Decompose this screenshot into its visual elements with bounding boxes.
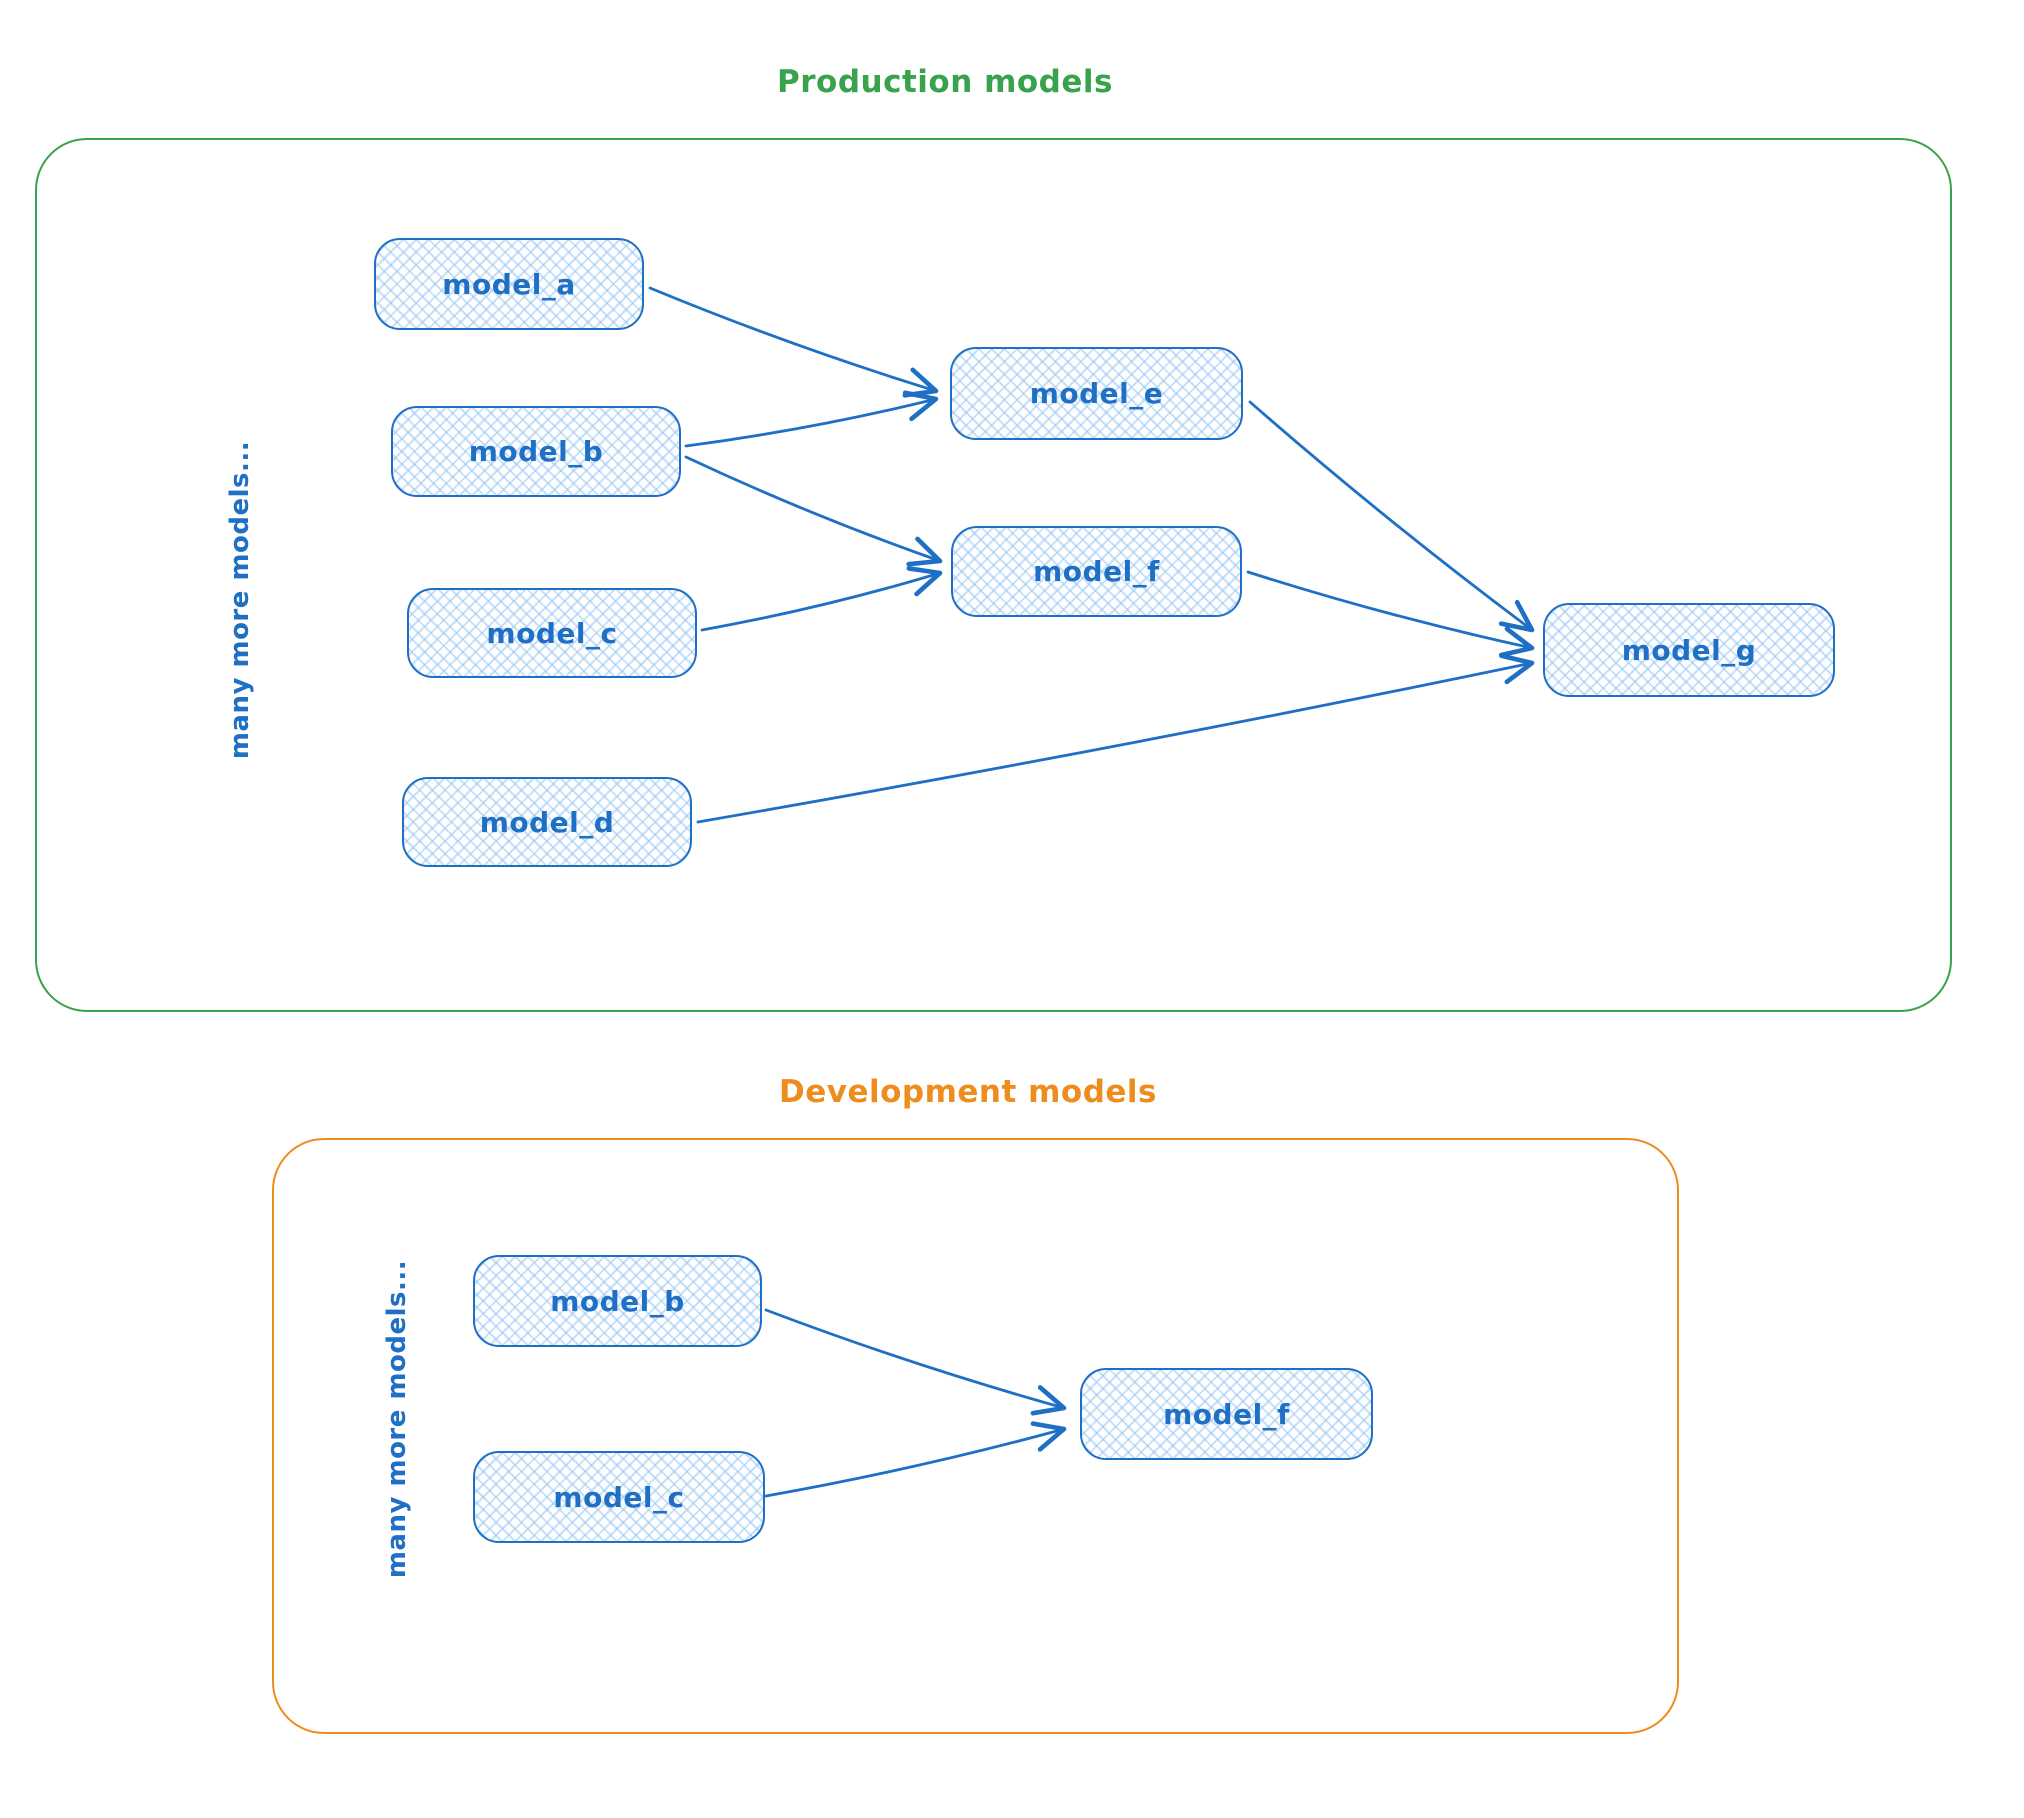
production-node-model_c[interactable]: model_c xyxy=(407,588,697,678)
production-frame[interactable] xyxy=(35,138,1952,1012)
production-side-label: many more models... xyxy=(225,440,255,760)
node-label: model_b xyxy=(468,435,604,468)
node-label: model_b xyxy=(550,1284,685,1318)
development-side-label: many more models... xyxy=(382,1259,412,1579)
production-node-model_d[interactable]: model_d xyxy=(402,777,692,867)
node-label: model_a xyxy=(442,267,576,301)
node-label: model_f xyxy=(1163,1397,1290,1431)
production-node-model_a[interactable]: model_a xyxy=(374,238,644,330)
production-node-model_e[interactable]: model_e xyxy=(950,347,1243,440)
development-node-model_f[interactable]: model_f xyxy=(1080,1368,1373,1460)
node-label: model_d xyxy=(479,805,615,839)
development-title: Development models xyxy=(778,1074,1158,1110)
development-frame[interactable] xyxy=(272,1138,1679,1734)
node-label: model_c xyxy=(553,1480,685,1514)
production-node-model_g[interactable]: model_g xyxy=(1543,603,1835,697)
development-node-model_c[interactable]: model_c xyxy=(473,1451,765,1543)
node-label: model_e xyxy=(1029,377,1164,410)
production-node-model_b[interactable]: model_b xyxy=(391,406,681,497)
node-label: model_g xyxy=(1621,633,1757,667)
production-title: Production models xyxy=(777,64,1113,100)
node-label: model_c xyxy=(486,616,618,650)
production-node-model_f[interactable]: model_f xyxy=(951,526,1242,617)
development-node-model_b[interactable]: model_b xyxy=(473,1255,762,1347)
node-label: model_f xyxy=(1033,555,1160,588)
